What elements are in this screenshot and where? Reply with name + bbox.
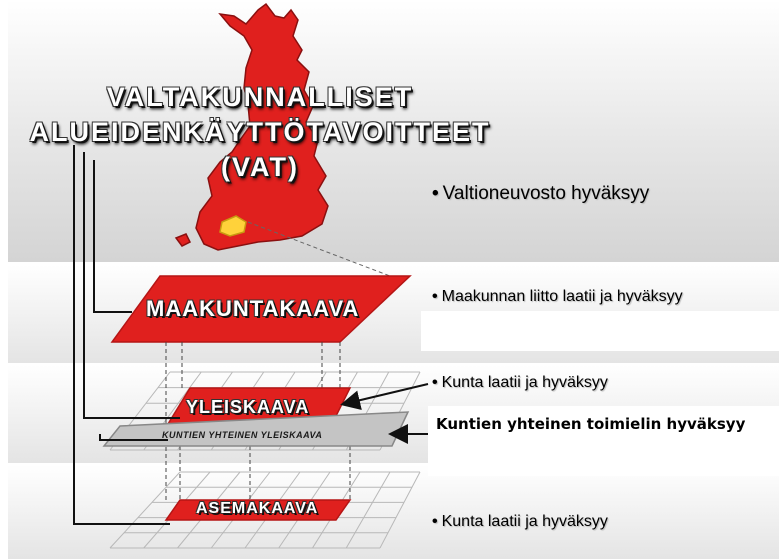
bullet: • (432, 513, 438, 530)
grid-line (109, 471, 181, 549)
hierarchy-connectors (73, 145, 180, 525)
bullet: • (432, 374, 438, 391)
vat-title-line-2: ALUEIDENKÄYTTÖTAVOITTEET (29, 117, 491, 147)
projection-lines (165, 342, 351, 500)
vat-title-line-3: (VAT) (221, 152, 299, 182)
note-asemakaava-text: Kunta laatii ja hyväksyy (441, 513, 608, 530)
note-yleiskaava: •Kunta laatii ja hyväksyy (432, 374, 608, 392)
note-yleiskaava-text: Kunta laatii ja hyväksyy (441, 374, 608, 391)
asemakaava-sheet (164, 499, 352, 521)
arrow-yleiskaava (340, 383, 429, 411)
highlight-region (219, 215, 247, 237)
grid-line (379, 471, 421, 549)
zoom-guide-line (247, 221, 391, 277)
note-vat-text: Valtioneuvosto hyväksyy (442, 183, 650, 204)
note-maakunta-text: Maakunnan liitto laatii ja hyväksyy (441, 288, 683, 305)
bullet: • (432, 183, 439, 204)
maakuntakaava-label: MAAKUNTAKAAVA (146, 296, 360, 321)
white-cover-box (421, 311, 779, 351)
band-national (8, 0, 779, 262)
aland-islands (174, 233, 192, 247)
bullet: • (432, 288, 438, 305)
yhteinen-yleiskaava-label: KUNTIEN YHTEINEN YLEISKAAVA (162, 430, 323, 440)
yleiskaava-label: YLEISKAAVA (186, 397, 310, 417)
band-detailed (8, 465, 779, 559)
vat-title-line-1: VALTAKUNNALLISET (106, 82, 414, 112)
note-maakunta: •Maakunnan liitto laatii ja hyväksyy (432, 288, 683, 306)
asemakaava-label: ASEMAKAAVA (196, 500, 319, 517)
finland-map (195, 2, 329, 251)
white-note-box (428, 406, 779, 476)
note-yhteinen: Kuntien yhteinen toimielin hyväksyy (436, 415, 746, 433)
note-vat: •Valtioneuvosto hyväksyy (432, 183, 649, 205)
grid-line (345, 471, 391, 549)
note-asemakaava: •Kunta laatii ja hyväksyy (432, 513, 608, 531)
